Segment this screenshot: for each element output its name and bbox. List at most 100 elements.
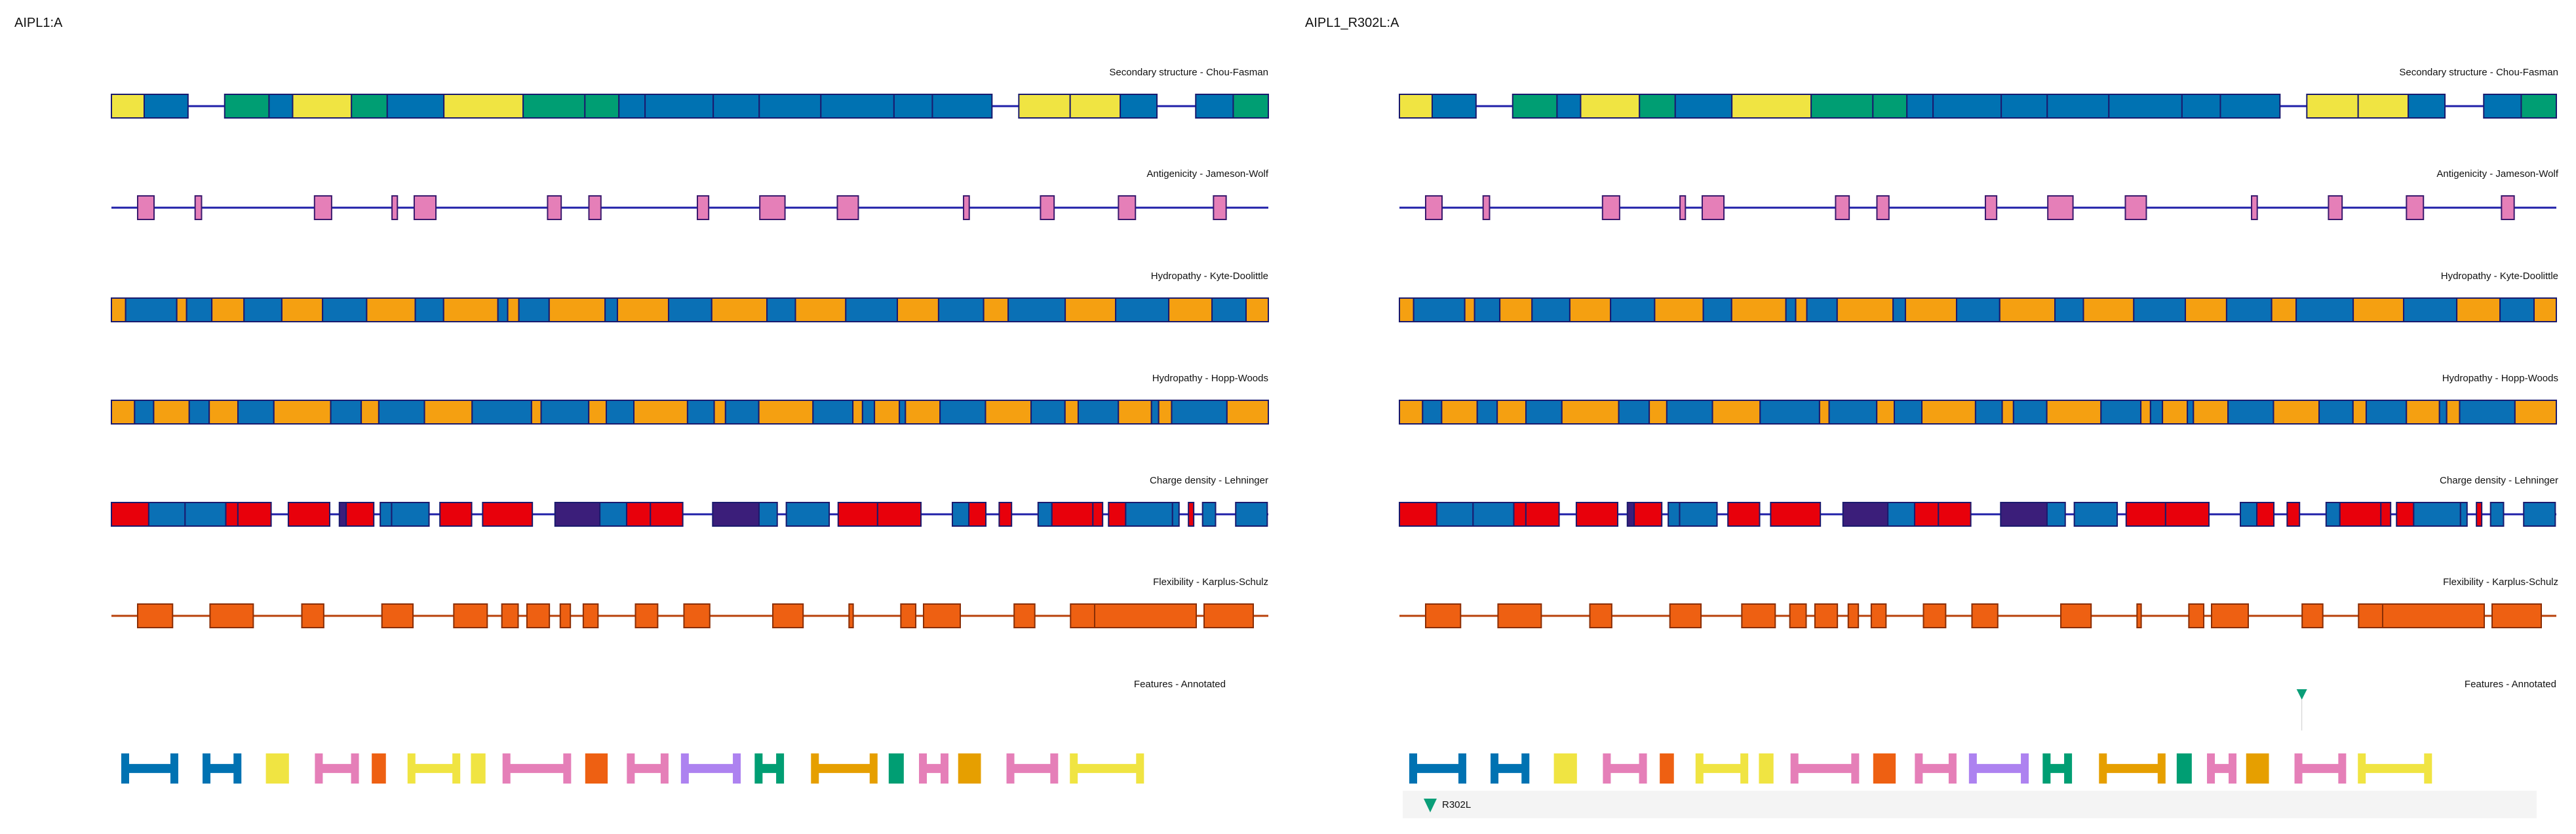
hydropathy-segment-7 xyxy=(322,297,368,322)
secondary-structure-track xyxy=(1399,94,2557,119)
flexible-region-1 xyxy=(1497,603,1542,628)
hydropathy-segment-19 xyxy=(2012,400,2048,425)
hydropathy-segment-23 xyxy=(937,297,985,322)
flexible-region-12 xyxy=(848,603,854,628)
hydropathy-segment-31 xyxy=(1077,400,1120,425)
hydropathy-segment-1 xyxy=(134,400,155,425)
charge-segment-10 xyxy=(1727,502,1761,527)
panel-title: AIPL1_R302L:A xyxy=(1305,16,1399,30)
track-label-hopp-woods: Hydropathy - Hopp-Woods xyxy=(2442,373,2558,384)
ss-segment-20 xyxy=(2483,94,2522,119)
hydropathy-segment-22 xyxy=(2184,297,2227,322)
feature-domain-9 xyxy=(1915,753,1957,784)
hydropathy-segment-25 xyxy=(899,400,907,425)
charge-segment-5 xyxy=(287,502,330,527)
hydropathy-segment-22 xyxy=(2140,400,2151,425)
charge-segment-9 xyxy=(391,502,430,527)
antigenicity-track xyxy=(1399,195,2556,220)
track-label-features: Features - Annotated xyxy=(2464,679,2556,690)
hydropathy-segment-9 xyxy=(1702,297,1732,322)
hydropathy-segment-20 xyxy=(2046,400,2102,425)
flexible-region-5 xyxy=(501,603,519,628)
antigenic-region-6 xyxy=(1876,195,1890,220)
hydropathy-segment-13 xyxy=(1806,297,1838,322)
charge-segment-7 xyxy=(345,502,375,527)
ss-segment-4 xyxy=(292,94,353,119)
charge-segment-17 xyxy=(2046,502,2066,527)
charge-segment-24 xyxy=(2325,502,2341,527)
feature-domain-10 xyxy=(680,753,741,784)
feature-domain-10 xyxy=(1968,753,2029,784)
hydropathy-segment-19 xyxy=(2054,297,2084,322)
hydropathy-segment-10 xyxy=(1711,400,1761,425)
hydropathy-segment-23 xyxy=(2225,297,2273,322)
hydropathy-segment-7 xyxy=(1610,297,1656,322)
feature-domain-7 xyxy=(502,753,572,784)
flexible-region-9 xyxy=(1922,603,1947,628)
feature-domain-12 xyxy=(2099,753,2166,784)
charge-segment-22 xyxy=(2256,502,2275,527)
hydropathy-segment-13 xyxy=(518,297,550,322)
hydropathy-segment-27 xyxy=(2227,400,2274,425)
flexible-region-21 xyxy=(2382,603,2485,628)
charge-segment-28 xyxy=(2413,502,2461,527)
charge-segment-31 xyxy=(2489,502,2505,527)
hydropathy-segment-28 xyxy=(1168,297,1213,322)
antigenic-region-2 xyxy=(313,195,332,220)
hydropathy-segment-6 xyxy=(281,297,324,322)
track-label-charge-density: Charge density - Lehninger xyxy=(2440,475,2558,486)
ss-segment-1 xyxy=(143,94,189,119)
feature-domain-1 xyxy=(1491,753,1530,784)
charge-segment-32 xyxy=(2523,502,2556,527)
track-label-hopp-woods: Hydropathy - Hopp-Woods xyxy=(1152,373,1268,384)
hydropathy-segment-19 xyxy=(724,400,760,425)
ss-segment-11 xyxy=(644,94,714,119)
hydropathy-segment-34 xyxy=(1158,400,1173,425)
ss-segment-1 xyxy=(1431,94,1477,119)
charge-density-track xyxy=(1399,502,2556,527)
track-label-secondary-structure: Secondary structure - Chou-Fasman xyxy=(2399,67,2558,78)
hydropathy-segment-0 xyxy=(111,400,136,425)
hydropathy-segment-34 xyxy=(2446,400,2461,425)
feature-domain-16 xyxy=(1006,753,1059,784)
feature-block-15 xyxy=(958,753,981,784)
charge-segment-29 xyxy=(1171,502,1180,527)
feature-domain-7 xyxy=(1790,753,1860,784)
hydropathy-segment-16 xyxy=(616,297,669,322)
hydropathy-segment-21 xyxy=(812,400,854,425)
ss-segment-16 xyxy=(931,94,993,119)
hydropathy-segment-5 xyxy=(243,297,283,322)
ss-segment-21 xyxy=(1232,94,1269,119)
antigenic-region-7 xyxy=(1984,195,1998,220)
flexible-region-12 xyxy=(2136,603,2142,628)
track-label-flexibility: Flexibility - Karplus-Schulz xyxy=(2443,577,2558,588)
ss-segment-8 xyxy=(1810,94,1874,119)
ss-segment-4 xyxy=(1580,94,1641,119)
charge-segment-29 xyxy=(2459,502,2468,527)
hydropathy-segment-6 xyxy=(1561,400,1620,425)
feature-block-2 xyxy=(265,753,289,784)
hydropathy-segment-21 xyxy=(2100,400,2142,425)
charge-segment-12 xyxy=(1842,502,1889,527)
hydropathy-segment-31 xyxy=(2365,400,2408,425)
ss-segment-5 xyxy=(351,94,388,119)
charge-segment-0 xyxy=(1399,502,1437,527)
charge-segment-27 xyxy=(1108,502,1127,527)
ss-segment-9 xyxy=(584,94,620,119)
mutation-legend-label: R302L xyxy=(1442,799,1472,810)
mutation-marker-0 xyxy=(2296,689,2307,700)
track-label-features: Features - Annotated xyxy=(1133,679,1226,690)
hydropathy-segment-24 xyxy=(874,400,901,425)
flexible-region-7 xyxy=(1847,603,1860,628)
charge-segment-26 xyxy=(2380,502,2392,527)
antigenic-region-11 xyxy=(2328,195,2343,220)
charge-segment-6 xyxy=(1626,502,1635,527)
hydropathy-segment-2 xyxy=(176,297,187,322)
hydropathy-segment-0 xyxy=(1399,400,1424,425)
charge-segment-30 xyxy=(1188,502,1195,527)
feature-block-15 xyxy=(2246,753,2269,784)
panel-mutant: AIPL1_R302L:A Secondary structure - Chou… xyxy=(1288,0,2576,834)
hydropathy-segment-11 xyxy=(1785,297,1797,322)
flexible-region-15 xyxy=(1013,603,1036,628)
hydropathy-segment-16 xyxy=(1904,297,1957,322)
